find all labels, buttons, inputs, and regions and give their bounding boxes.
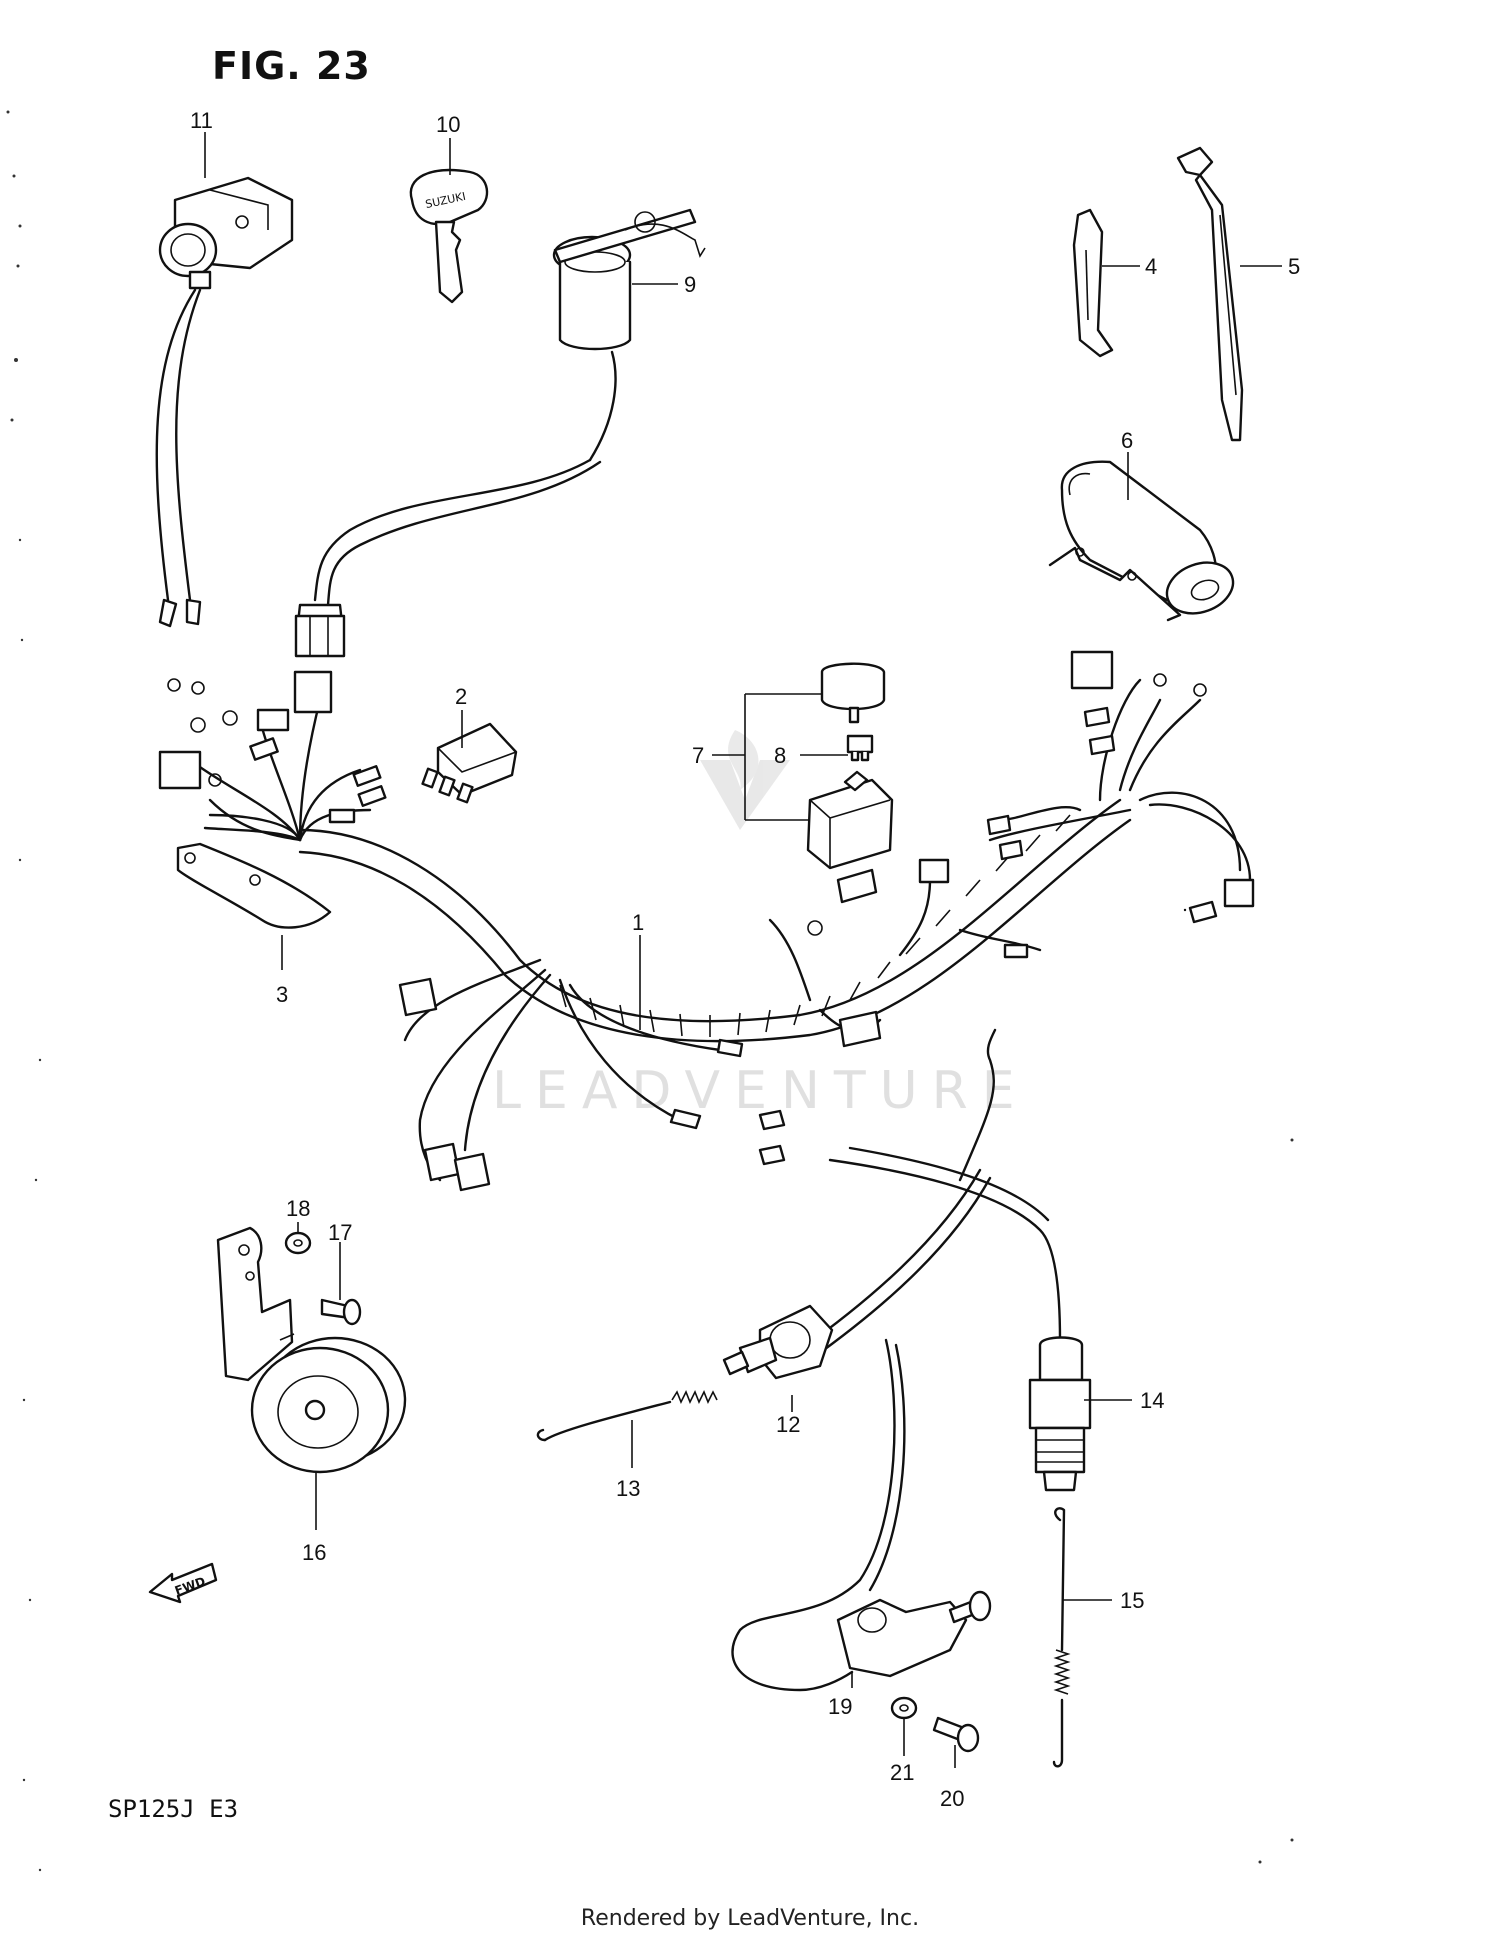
part-18-washer [284,1231,312,1255]
part-16-horn [216,1226,407,1474]
part-15-spring [1052,1507,1071,1768]
scan-marks [6,110,1294,1872]
part-2-relay [421,722,518,804]
fwd-direction-arrow: FWD [148,1562,218,1604]
callout-17: 17 [328,1220,352,1245]
part-21-washer [890,1696,918,1720]
callout-11: 11 [190,108,213,133]
callout-9: 9 [684,272,696,297]
part-1-wiring-harness [158,650,1255,1192]
part-14-rear-brake-switch [758,1109,1092,1492]
part-17-screw [320,1298,362,1326]
callout-19: 19 [828,1694,852,1719]
callout-21: 21 [890,1760,914,1785]
part-7-8-relay-fuse [806,662,894,870]
callout-12: 12 [776,1412,800,1437]
figure-title: FIG. 23 [212,44,371,88]
callout-16: 16 [302,1540,326,1565]
callout-10: 10 [436,112,460,137]
callout-3: 3 [276,982,288,1007]
leader-lines [204,132,1282,1768]
part-10-key: SUZUKI [409,168,489,304]
callout-8: 8 [774,743,786,768]
watermark: LEADVENTURE [492,730,1029,1121]
callout-4: 4 [1145,254,1157,279]
callout-18: 18 [286,1196,310,1221]
callout-13: 13 [616,1476,640,1501]
part-20-screw [932,1716,980,1753]
part-9-ignition-switch [294,208,706,658]
watermark-text: LEADVENTURE [492,1061,1029,1121]
part-12-brake-switch [722,1028,997,1380]
callout-2: 2 [455,684,467,709]
part-6-ignition-coil [1048,460,1235,622]
callout-14: 14 [1140,1388,1164,1413]
part-3-cover [176,842,332,929]
callout-15: 15 [1120,1588,1144,1613]
footer-credit: Rendered by LeadVenture, Inc. [580,1906,920,1931]
model-code: SP125J E3 [108,1795,239,1823]
part-19-neutral-switch [731,1338,992,1692]
callout-6: 6 [1121,428,1133,453]
part-11-handlebar-switch [155,176,294,695]
callout-numbers: 11 10 9 4 5 6 2 7 8 3 1 18 17 16 12 13 1… [190,108,1300,1811]
part-5-cable-tie [1176,146,1244,442]
callout-7: 7 [692,743,704,768]
part-13-spring [536,1390,718,1442]
part-4-wire-clamp [1072,208,1114,358]
callout-20: 20 [940,1786,964,1811]
callout-1: 1 [632,910,644,935]
callout-5: 5 [1288,254,1300,279]
